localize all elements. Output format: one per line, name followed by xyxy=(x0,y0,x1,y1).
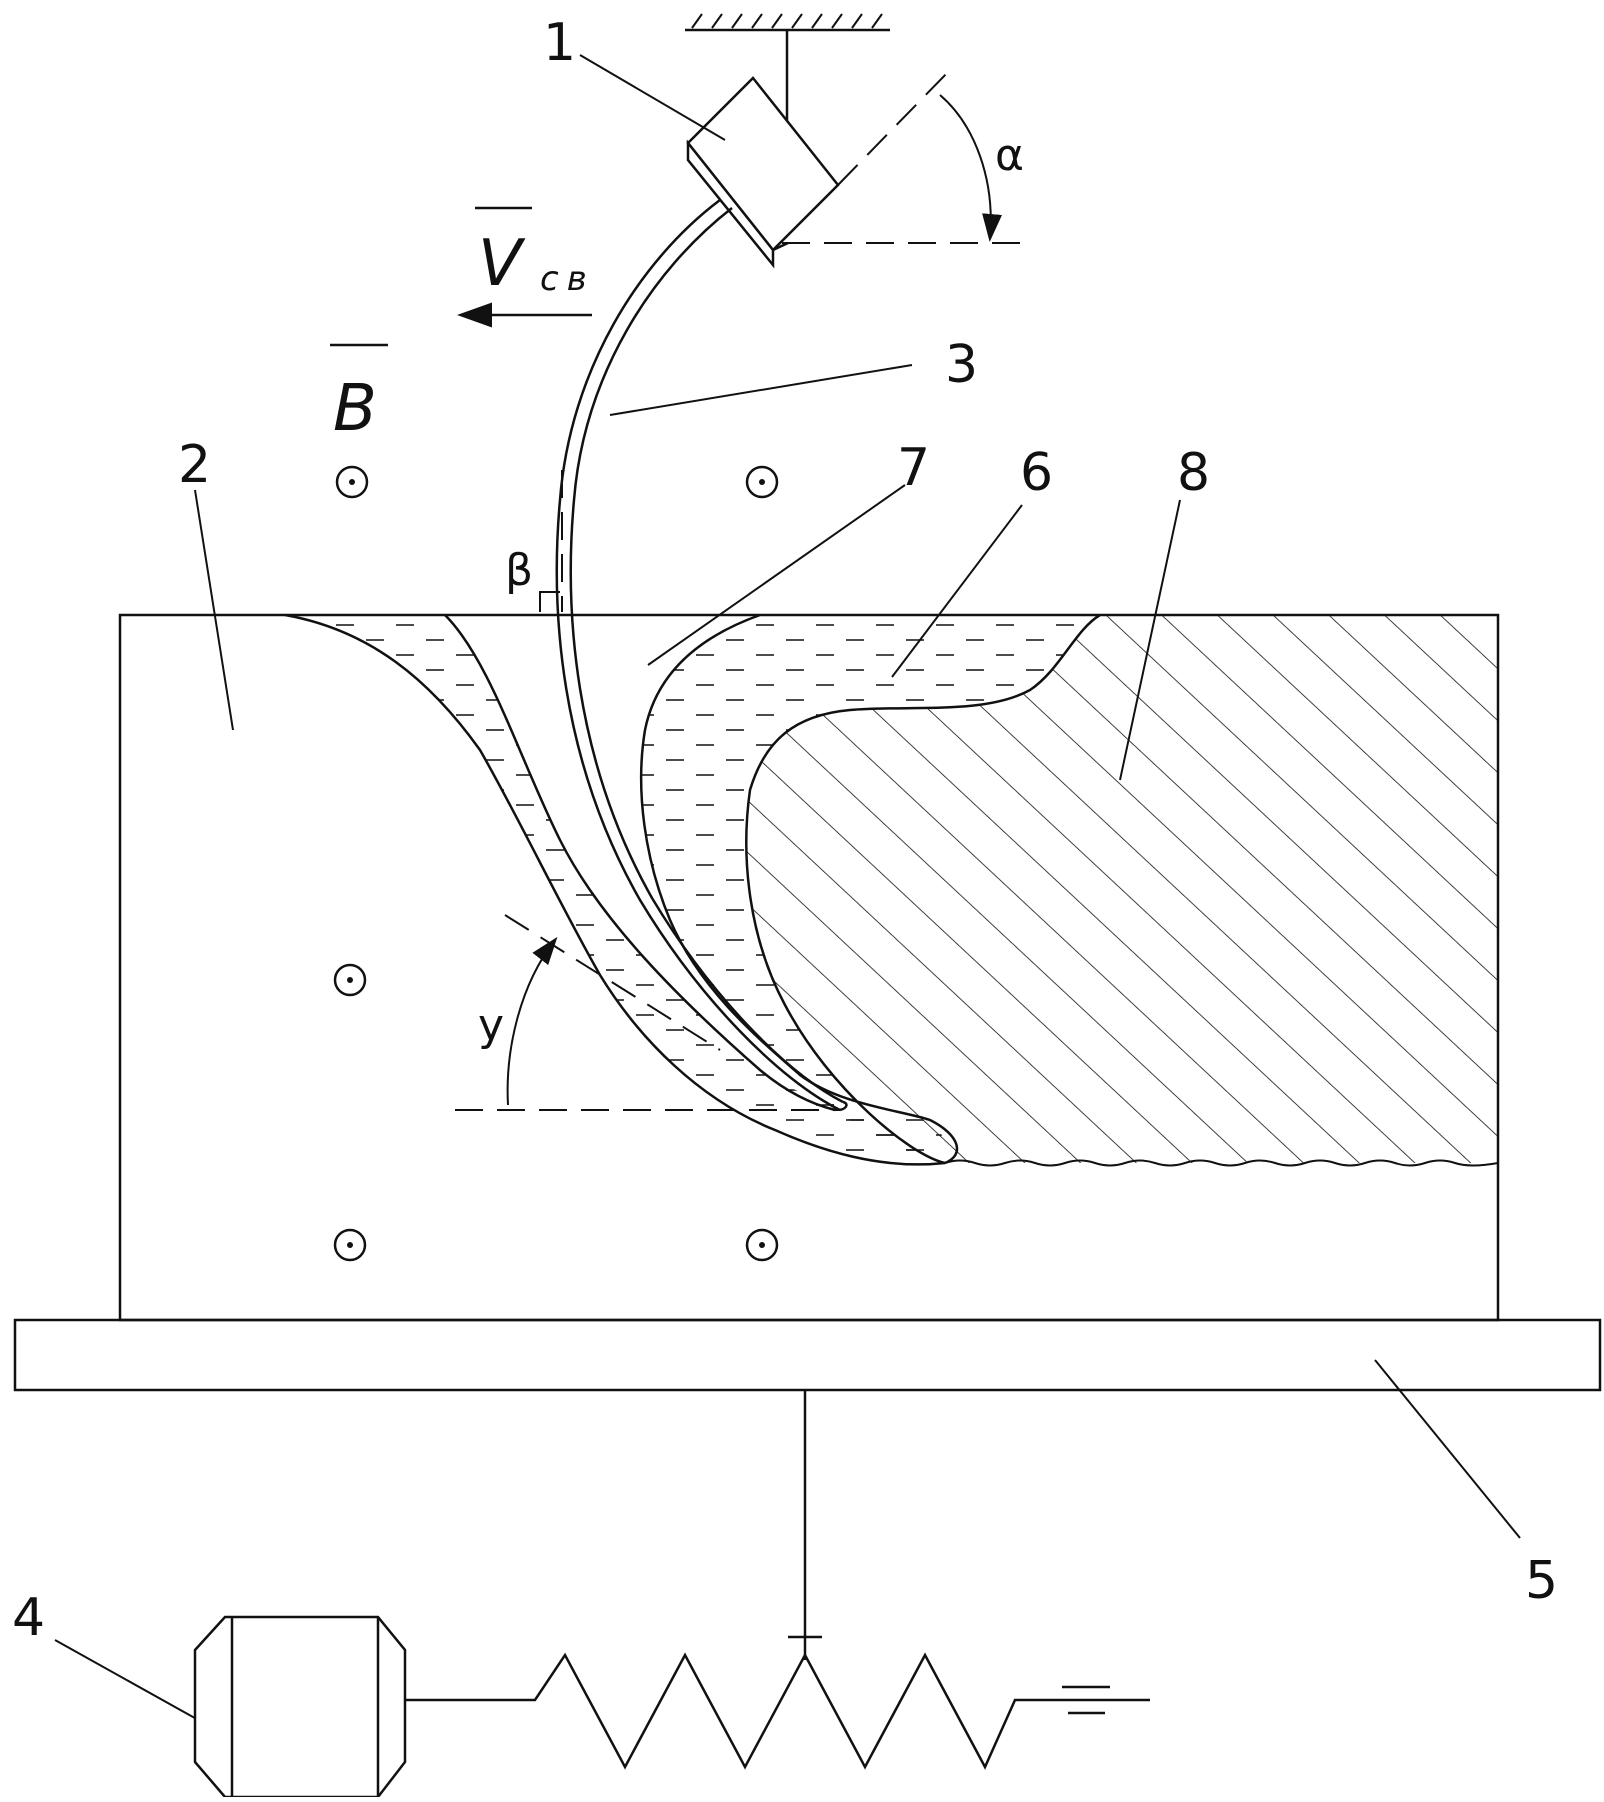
label-weld-pool: 6 xyxy=(1020,443,1053,503)
base-plate xyxy=(15,1320,1600,1390)
rheostat-resistor xyxy=(405,1655,1150,1767)
velocity-subscript: св xyxy=(540,259,595,299)
label-cavity: 7 xyxy=(897,438,930,498)
label-weld-metal: 8 xyxy=(1177,443,1210,503)
leader-3 xyxy=(610,365,912,415)
torch-axis-line xyxy=(838,70,950,185)
alpha-symbol: α xyxy=(995,130,1024,181)
label-workpiece: 2 xyxy=(178,435,211,495)
field-dot-3 xyxy=(335,965,365,995)
gamma-arc xyxy=(508,940,555,1105)
power-source xyxy=(195,1617,405,1797)
field-dot-1 xyxy=(337,467,367,497)
leader-2 xyxy=(195,490,233,730)
torch-body xyxy=(688,78,838,265)
leader-5 xyxy=(1375,1360,1520,1538)
label-torch: 1 xyxy=(543,13,576,73)
label-arc: 3 xyxy=(945,335,978,395)
field-dot-2 xyxy=(747,467,777,497)
leader-1 xyxy=(580,55,725,140)
field-dot-5 xyxy=(747,1230,777,1260)
velocity-symbol: V xyxy=(478,227,526,301)
label-power-source: 4 xyxy=(12,1588,45,1648)
gamma-symbol: у xyxy=(478,1000,504,1051)
field-symbol: B xyxy=(333,372,377,446)
alpha-arc xyxy=(940,95,991,238)
label-base-plate: 5 xyxy=(1525,1551,1558,1611)
field-dot-4 xyxy=(335,1230,365,1260)
beta-symbol: β xyxy=(505,545,533,596)
ceiling-hatch xyxy=(692,14,882,28)
